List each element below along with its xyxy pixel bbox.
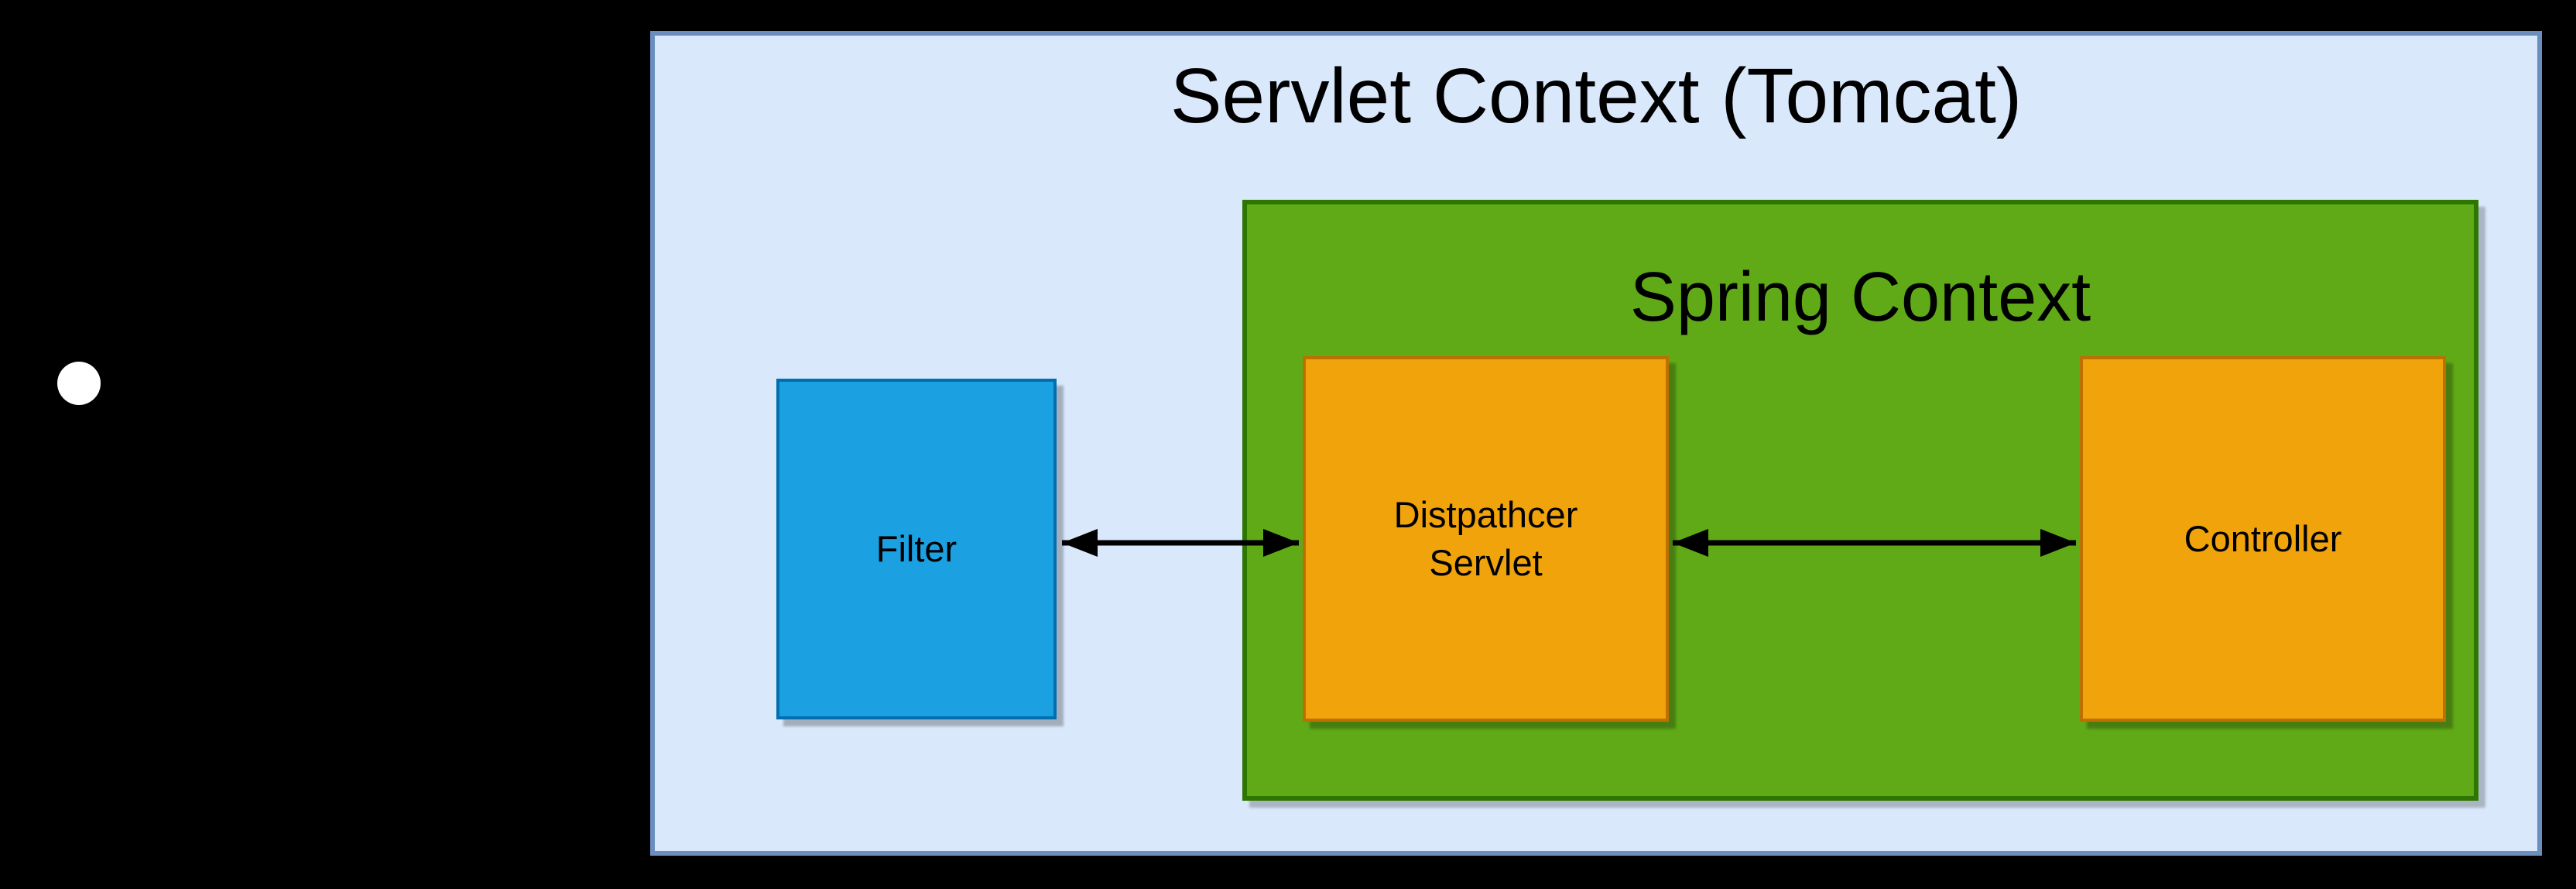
servlet-context-title: Servlet Context (Tomcat) — [1170, 53, 2023, 139]
controller-node: Controller — [2080, 356, 2446, 722]
controller-label: Controller — [2184, 517, 2342, 559]
dispatcher-servlet-node: Distpathcer Servlet — [1303, 356, 1669, 722]
client-dot-icon — [57, 362, 101, 405]
dispatcher-label-line2: Servlet — [1429, 542, 1543, 583]
spring-context-title: Spring Context — [1629, 259, 2091, 336]
filter-label: Filter — [875, 527, 957, 569]
filter-node: Filter — [776, 379, 1057, 719]
dispatcher-label-line1: Distpathcer — [1393, 493, 1578, 535]
